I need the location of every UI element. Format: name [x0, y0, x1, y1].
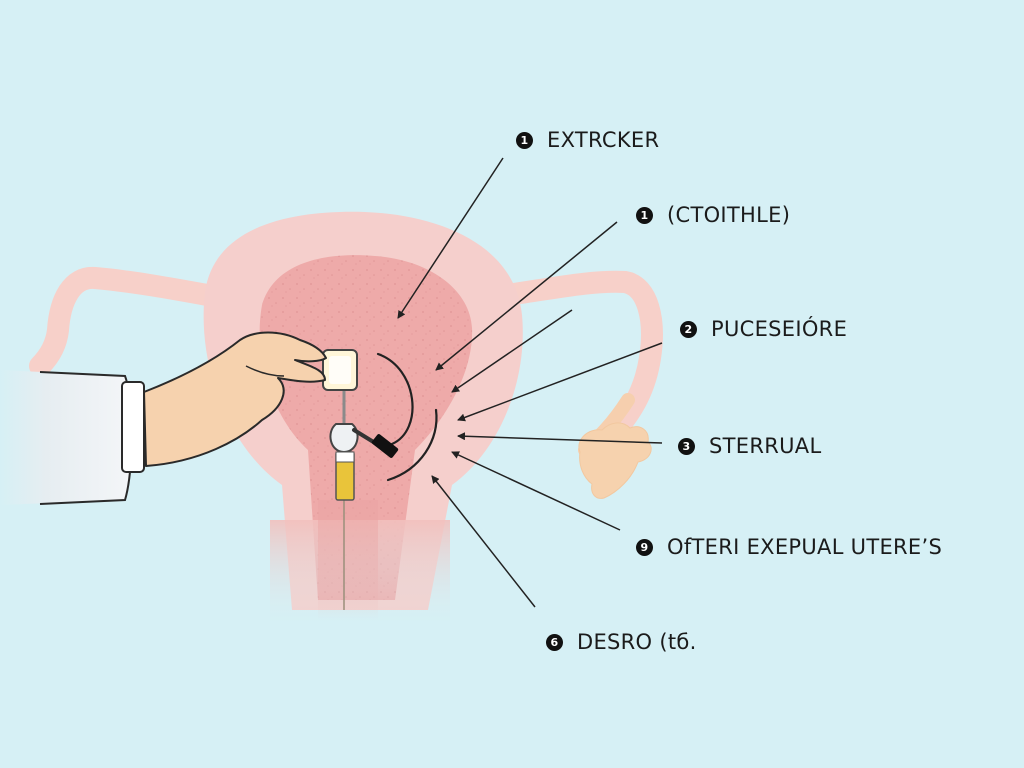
leader-line-3 [451, 309, 573, 393]
callout-marker: 2 [680, 320, 697, 338]
callout-label: STERRUAL [709, 434, 822, 458]
callout-2: 1 (CTOITHLE) [636, 203, 790, 227]
leader-line-5 [457, 432, 663, 444]
callout-5: 9 OfTERI EXEPUAL UTERE’S [636, 535, 942, 559]
floating-hand [578, 422, 652, 499]
callout-label: DESRO (tб. [577, 630, 697, 654]
callout-label: OfTERI EXEPUAL UTERE’S [667, 535, 943, 559]
leader-line-2 [435, 221, 618, 371]
leader-line-6 [451, 451, 621, 531]
callout-label: (CTOITHLE) [667, 203, 791, 227]
callout-marker: 3 [678, 437, 695, 455]
uterus [203, 211, 523, 630]
callout-6: 6 DESRO (tб. [546, 630, 697, 654]
doctor-hand [0, 331, 327, 505]
leader-line-1 [397, 157, 504, 319]
leader-line-4 [457, 342, 663, 422]
callout-marker: 1 [516, 131, 533, 149]
leader-lines [397, 157, 663, 608]
callout-marker: 1 [636, 206, 653, 224]
callout-marker: 6 [546, 633, 563, 651]
callout-label: PUCESEIÓRE [711, 317, 848, 341]
callout-marker: 9 [636, 538, 653, 556]
callout-1: 1 EXTRCKER [516, 128, 659, 152]
syringe-instrument [322, 349, 399, 610]
callout-3: 2 PUCESEIÓRE [680, 317, 847, 341]
leader-line-7 [431, 475, 536, 608]
callout-label: EXTRCKER [547, 128, 660, 152]
callout-4: 3 STERRUAL [678, 434, 821, 458]
